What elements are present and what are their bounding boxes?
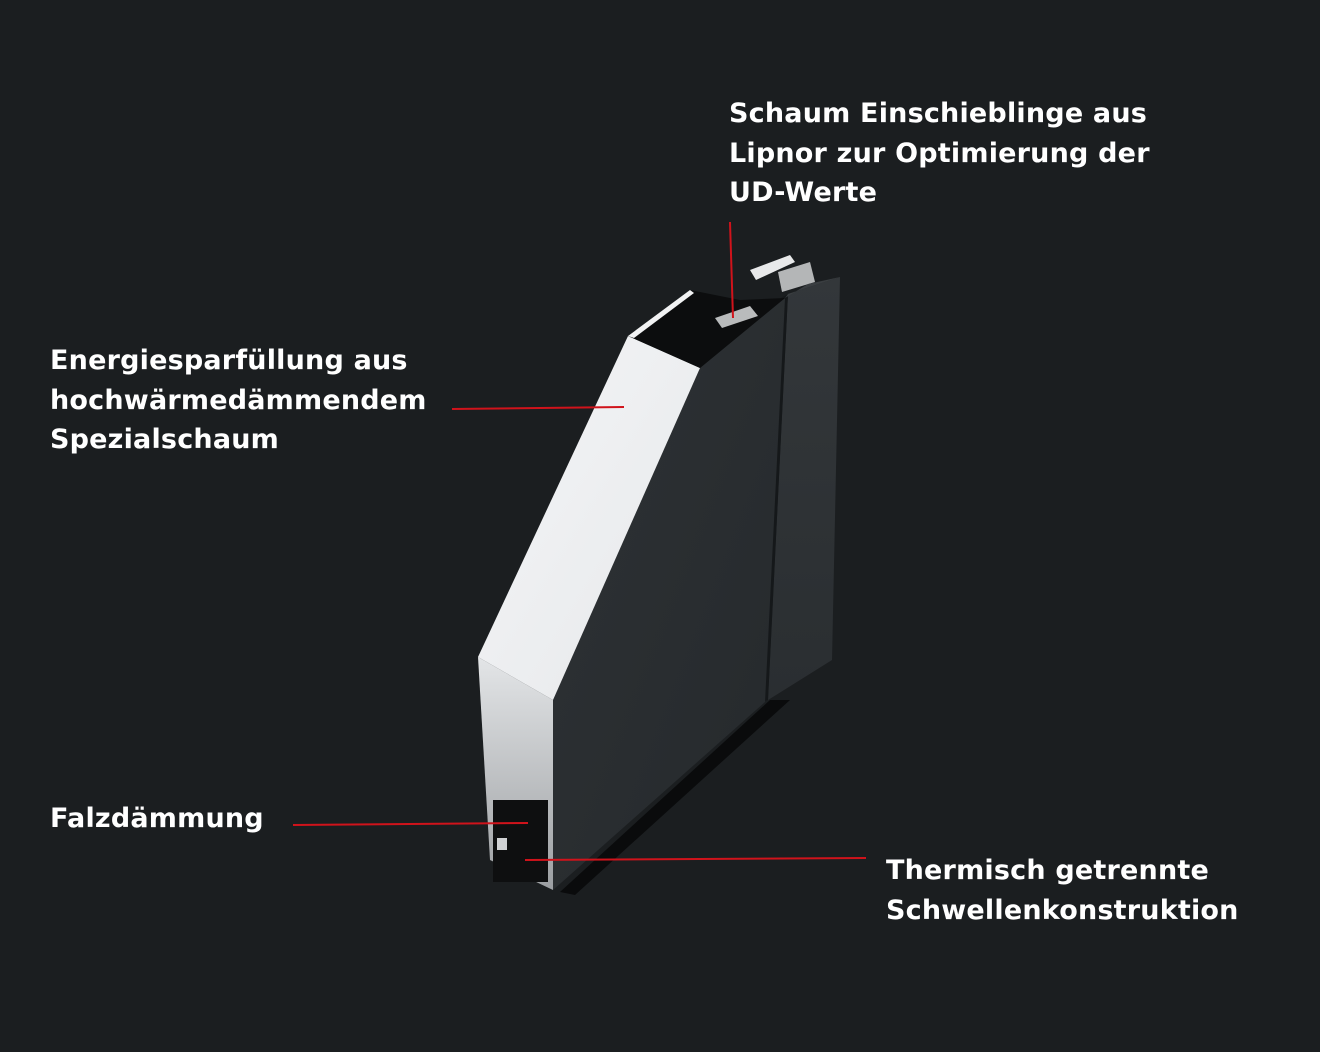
callout-line-text: Energiesparfüllung aus [50, 345, 408, 376]
top-white-edge [628, 290, 694, 338]
callout-label-foam-inserts: Schaum Einschieblinge aus Lipnor zur Opt… [729, 94, 1150, 213]
callout-line-text: Lipnor zur Optimierung der [729, 137, 1150, 169]
sash-face [553, 298, 785, 890]
foam-insert-left [715, 306, 758, 328]
callout-line-left [451, 406, 625, 410]
callout-label-energy-filling: Energiesparfüllung aus hochwärmedämmende… [50, 341, 427, 460]
frame-face [768, 277, 840, 700]
callout-label-threshold: Thermisch getrennte Schwellenkonstruktio… [886, 851, 1239, 930]
callout-label-rebate-insulation: Falzdämmung [50, 799, 264, 839]
callout-line-text: UD-Werte [729, 177, 878, 208]
bottom-shadow [560, 700, 790, 895]
callout-line-text: Falzdämmung [50, 803, 264, 834]
callout-line-text: hochwärmedämmendem [50, 384, 427, 416]
callout-line-top [729, 221, 734, 319]
callout-line-falz [292, 822, 529, 826]
callout-line-text: Thermisch getrennte [886, 855, 1209, 886]
callout-line-text: Schwellenkonstruktion [886, 894, 1239, 926]
white-clip [750, 255, 795, 280]
foam-insert-right [778, 262, 815, 292]
callout-line-bottom [524, 857, 867, 861]
callout-line-text: Spezialschaum [50, 424, 280, 455]
bottom-clip [497, 838, 507, 850]
white-bevel-face [478, 336, 700, 700]
callout-line-text: Schaum Einschieblinge aus [729, 98, 1148, 129]
